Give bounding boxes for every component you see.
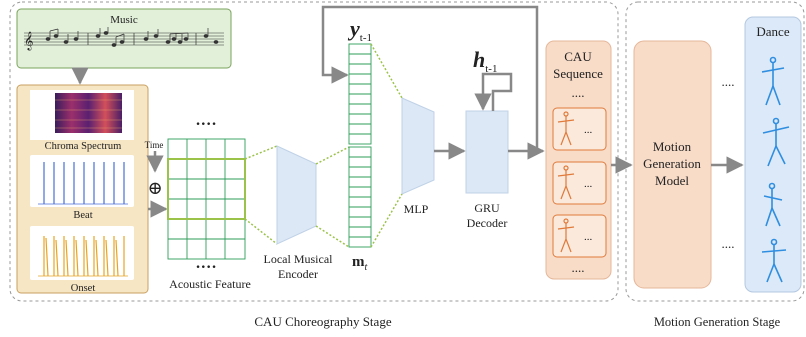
chroma-label: Chroma Spectrum [45,141,122,152]
connector-y-mlp [370,43,403,99]
dance-figure-2 [762,117,790,167]
beat-panel [30,155,134,207]
mlp-block [401,97,435,195]
gru-label-line1: GRU [474,201,500,215]
m-vector [348,146,372,248]
chroma-spectrum-texture [55,99,122,129]
gru-decoder-block [465,110,509,194]
music-label: Music [110,14,138,26]
encoder-label-line2: Encoder [278,267,318,281]
dance-figure-4 [761,238,787,283]
cau-item-1-dots: ... [584,124,593,136]
cau-sequence-title-line1: CAU [564,49,592,64]
m-symbol: mt [352,254,368,273]
motion-dots-top: .... [722,74,735,89]
y-vector [348,43,372,145]
motion-model-line3: Model [655,173,689,188]
concat-symbol: ⊕ [147,178,162,198]
motion-model-line1: Motion [653,139,692,154]
cau-item-1: ... [552,107,607,151]
cau-item-3: ... [552,214,607,258]
motion-model-line2: Generation [643,156,701,171]
connector-encoder-m-top [315,146,350,165]
cau-item-2-dots: ... [584,178,593,190]
local-musical-encoder [276,145,317,245]
dance-figure-1 [761,56,785,106]
connector-grid-encoder-bottom [244,218,278,245]
encoder-label-line1: Local Musical [264,252,334,266]
connector-encoder-m-bottom [315,225,350,248]
acoustic-dots-top: ···· [195,116,216,133]
cau-item-2: ... [552,161,607,205]
connector-grid-encoder-top [244,145,278,160]
onset-panel [30,226,134,280]
svg-text:𝄞: 𝄞 [24,32,33,51]
acoustic-dots-bottom: ···· [195,259,216,276]
dance-title: Dance [756,24,789,39]
cau-stage-frame [9,1,619,302]
cau-sequence-title-line2: Sequence [553,66,603,81]
gru-label-line2: Decoder [467,216,508,230]
cau-sequence-dots-bottom: .... [572,260,585,275]
h-symbol: ht-1 [473,47,497,75]
onset-plot [38,236,128,277]
cau-stage-label: CAU Choreography Stage [254,314,391,329]
feedback-arrow-to-y [321,5,539,151]
acoustic-highlight-window [167,158,246,220]
beat-plot [38,162,128,205]
acoustic-feature-label: Acoustic Feature [169,277,251,291]
music-notes: 𝄞 [24,27,219,51]
motion-stage-frame [625,1,805,302]
hidden-state-loop [474,72,513,111]
motion-dots-bottom: .... [722,236,735,251]
cau-item-3-dots: ... [584,231,593,243]
beat-label: Beat [73,210,92,221]
mlp-label: MLP [404,202,429,216]
connector-m-mlp [370,193,403,248]
acoustic-feature-grid [167,138,246,260]
time-label: Time [145,140,164,150]
motion-stage-label: Motion Generation Stage [654,315,781,329]
cau-sequence-dots-top: .... [572,85,585,100]
dance-figure-3 [763,182,783,227]
y-symbol: yt-1 [347,16,372,44]
onset-label: Onset [71,283,96,294]
chroma-spectrum-image [55,93,122,133]
